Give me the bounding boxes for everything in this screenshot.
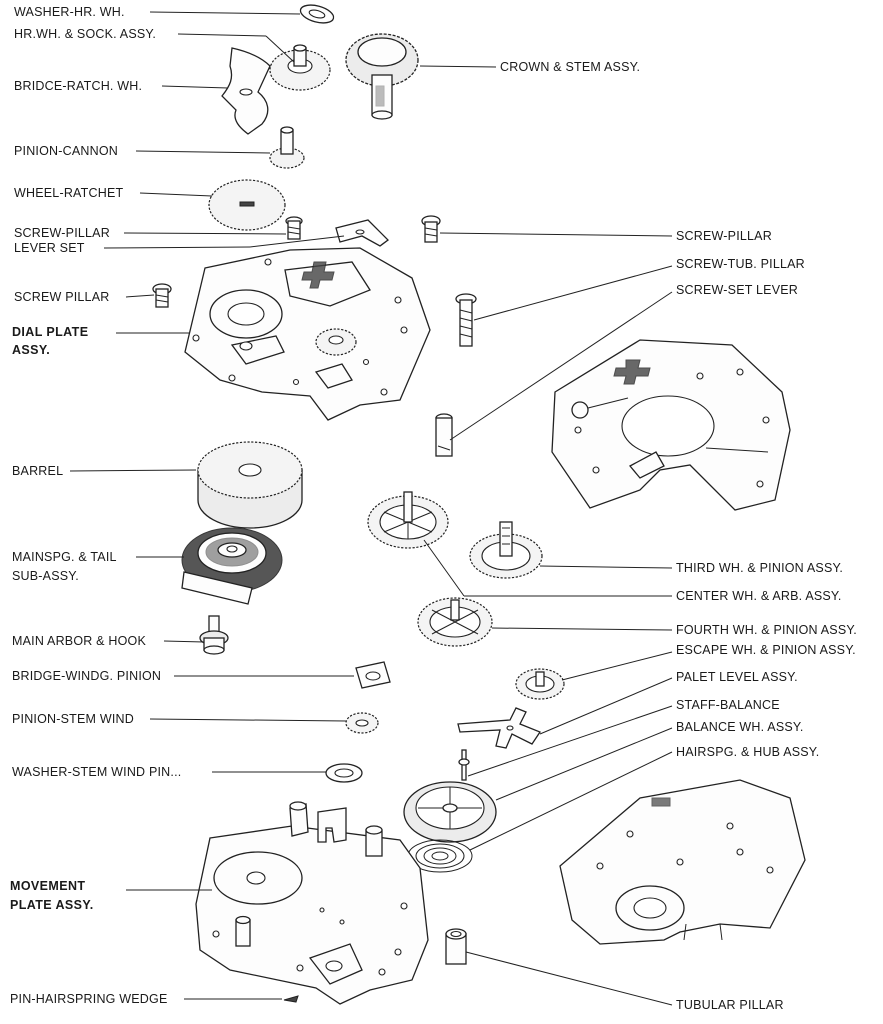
label-hairspg-hub: HAIRSPG. & HUB ASSY. (676, 745, 819, 759)
label-fourth-wh: FOURTH WH. & PINION ASSY. (676, 623, 857, 637)
label-center-wh: CENTER WH. & ARB. ASSY. (676, 589, 842, 603)
screw-tub-pillar-part (455, 293, 477, 347)
label-washer-hr-wh: WASHER-HR. WH. (14, 5, 125, 19)
mainspring-part (181, 527, 283, 605)
label-movement-plate-2: PLATE ASSY. (10, 898, 94, 912)
pinion-stem-wind-part (345, 712, 379, 734)
label-pinion-stem-wind: PINION-STEM WIND (12, 712, 134, 726)
label-screw-pillar-1: SCREW-PILLAR (14, 226, 110, 240)
screw-set-lever-part (435, 413, 453, 457)
label-screw-pillar-right: SCREW-PILLAR (676, 229, 772, 243)
label-pin-hairspring-wedge: PIN-HAIRSPRING WEDGE (10, 992, 168, 1006)
movement-plate-part (195, 801, 429, 1005)
label-dial-plate-assy-2: ASSY. (12, 343, 50, 357)
tubular-pillar-part (445, 928, 467, 965)
wheel-ratchet-part (208, 179, 286, 231)
label-screw-tub-pillar: SCREW-TUB. PILLAR (676, 257, 805, 271)
label-bridge-ratch-wh: BRIDCE-RATCH. WH. (14, 79, 142, 93)
barrel-part (197, 441, 303, 529)
screw-pillar-part-1 (285, 216, 303, 240)
pin-hairspring-wedge-part (283, 995, 299, 1003)
movement-plate-back-part (559, 779, 806, 945)
label-movement-plate-1: MOVEMENT (10, 879, 85, 893)
label-crown-stem-assy: CROWN & STEM ASSY. (500, 60, 640, 74)
label-screw-pillar-2: SCREW PILLAR (14, 290, 109, 304)
label-third-wh: THIRD WH. & PINION ASSY. (676, 561, 843, 575)
main-arbor-hook-part (199, 615, 229, 655)
crown-stem-part (345, 33, 419, 120)
bridge-windg-pinion-part (355, 661, 391, 689)
staff-balance-part (458, 749, 470, 781)
label-balance-wh: BALANCE WH. ASSY. (676, 720, 804, 734)
leader-lines (69, 11, 673, 1006)
washer-stem-wind-part (325, 763, 363, 783)
pinion-cannon-part (269, 126, 305, 169)
third-wh-part (469, 521, 543, 579)
dial-plate-back-part (551, 339, 791, 511)
label-bridge-windg-pinion: BRIDGE-WINDG. PINION (12, 669, 161, 683)
fourth-wh-part (417, 597, 493, 647)
label-wheel-ratchet: WHEEL-RATCHET (14, 186, 123, 200)
lever-set-part (335, 219, 389, 247)
balance-wh-part (403, 781, 497, 843)
hr-wh-sock-part (269, 44, 331, 91)
screw-pillar-part-right (421, 215, 441, 243)
label-hr-wh-sock-assy: HR.WH. & SOCK. ASSY. (14, 27, 156, 41)
label-tubular-pillar: TUBULAR PILLAR (676, 998, 784, 1012)
label-palet-level: PALET LEVEL ASSY. (676, 670, 798, 684)
label-barrel: BARREL (12, 464, 63, 478)
label-washer-stem-wind: WASHER-STEM WIND PIN... (12, 765, 181, 779)
label-staff-balance: STAFF-BALANCE (676, 698, 780, 712)
dial-plate-part (184, 247, 431, 421)
label-screw-set-lever: SCREW-SET LEVER (676, 283, 798, 297)
palet-lever-part (457, 707, 541, 749)
bridge-ratch-wh-part (221, 47, 271, 135)
label-lever-set: LEVER SET (14, 241, 85, 255)
escape-wh-part (515, 668, 565, 700)
label-mainspg-tail-1: MAINSPG. & TAIL (12, 550, 117, 564)
label-mainspg-tail-2: SUB-ASSY. (12, 569, 79, 583)
center-wh-part (367, 491, 449, 549)
screw-pillar-part-2 (152, 283, 172, 308)
label-pinion-cannon: PINION-CANNON (14, 144, 118, 158)
label-dial-plate-assy-1: DIAL PLATE (12, 325, 88, 339)
label-main-arbor-hook: MAIN ARBOR & HOOK (12, 634, 146, 648)
washer-hr-wh-part (299, 4, 335, 24)
label-escape-wh: ESCAPE WH. & PINION ASSY. (676, 643, 856, 657)
